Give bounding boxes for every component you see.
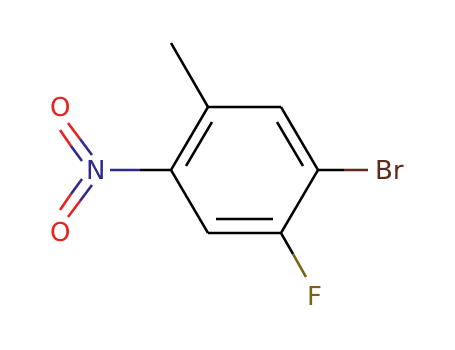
c-f-bond-fluorine-half (291, 253, 308, 278)
c-f-bond-carbon-half (279, 232, 295, 255)
fluoro-substituent: F (279, 232, 322, 312)
n-o-top-bond-a-n (78, 138, 94, 156)
methyl-group (169, 42, 210, 108)
ring-bond-c2-c3-inner (275, 121, 305, 167)
ring-bond-c5-c6 (169, 169, 210, 234)
bromine-atom-label: Br (375, 156, 404, 186)
nitrogen-atom-label: N (86, 156, 105, 186)
nitro-group: N O O (50, 93, 171, 248)
ring-bond-c6-c1-inner (184, 121, 214, 167)
fluorine-atom-label: F (307, 282, 322, 312)
ring-bond-c6-c1 (169, 106, 210, 171)
n-o-top-bond-a-o (66, 122, 82, 140)
oxygen-top-atom-label: O (50, 93, 70, 123)
benzene-ring (169, 105, 320, 235)
n-o-top-bond-b-n (69, 145, 84, 162)
n-o-bottom-bond-b-o (58, 193, 73, 211)
methyl-bond (169, 42, 210, 108)
n-o-top-bond-b-o (58, 129, 73, 147)
ring-bond-c3-c4 (279, 169, 320, 234)
n-o-bottom-bond-a-o (66, 200, 82, 218)
oxygen-bottom-atom-label: O (50, 218, 70, 248)
bromo-substituent: Br (318, 156, 404, 186)
ring-bond-c2-c3 (279, 106, 320, 171)
n-o-bottom-bond-b-n (69, 178, 84, 195)
n-o-bottom-bond-a-n (78, 184, 94, 202)
